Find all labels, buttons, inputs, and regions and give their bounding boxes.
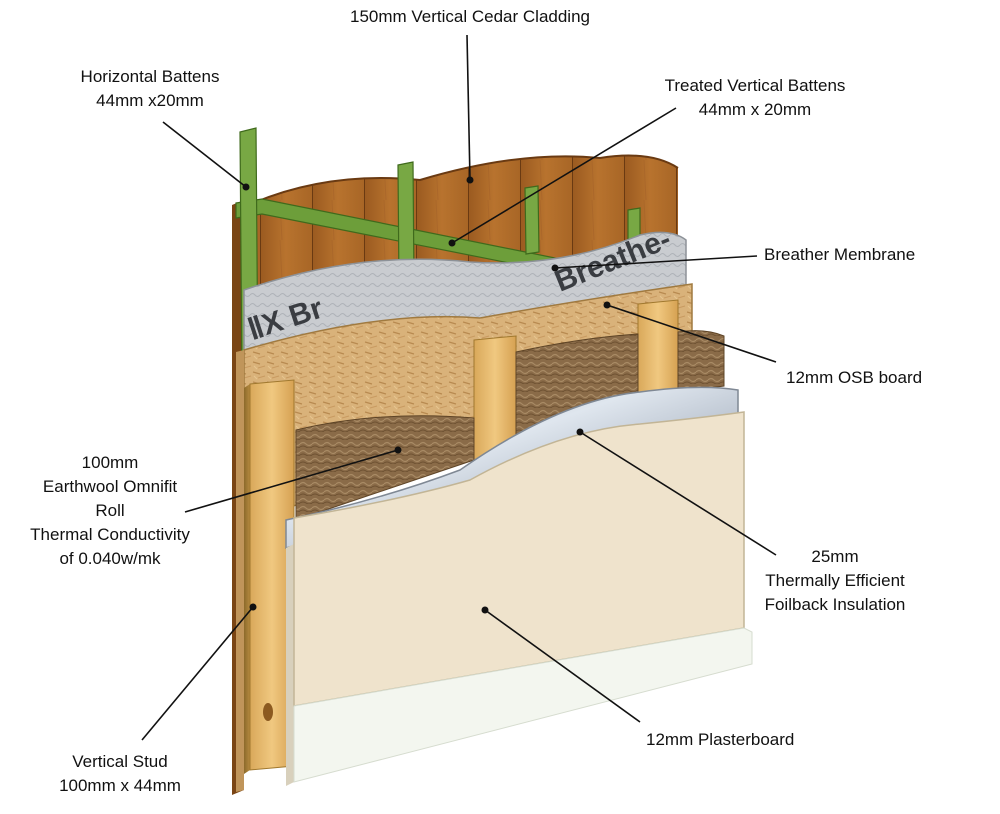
label-cedar-cladding: 150mm Vertical Cedar Cladding <box>310 5 630 29</box>
rear-studs <box>473 299 679 461</box>
label-line: 44mm x 20mm <box>698 100 812 119</box>
label-line: of 0.040w/mk <box>59 549 161 568</box>
label-line: Breather Membrane <box>764 245 916 264</box>
label-line: 100mm <box>81 453 139 472</box>
label-horizontal-battens: Horizontal Battens 44mm x20mm <box>50 65 250 113</box>
leader-dots <box>242 176 611 614</box>
label-line: Roll <box>95 501 125 520</box>
label-line: Thermal Conductivity <box>30 525 190 544</box>
label-osb-board: 12mm OSB board <box>786 366 966 390</box>
label-breather-membrane: Breather Membrane <box>764 243 964 267</box>
label-treated-vertical-battens: Treated Vertical Battens 44mm x 20mm <box>640 74 870 122</box>
label-plasterboard: 12mm Plasterboard <box>646 728 866 752</box>
label-line: 150mm Vertical Cedar Cladding <box>349 7 590 26</box>
label-line: Treated Vertical Battens <box>664 76 846 95</box>
label-line: Thermally Efficient <box>765 571 905 590</box>
label-line: 25mm <box>811 547 859 566</box>
label-line: 12mm Plasterboard <box>646 730 795 749</box>
label-earthwool: 100mm Earthwool Omnifit Roll Thermal Con… <box>10 451 210 571</box>
label-line: 44mm x20mm <box>96 91 204 110</box>
label-line: 12mm OSB board <box>786 368 923 387</box>
label-vertical-stud: Vertical Stud 100mm x 44mm <box>40 750 200 798</box>
label-line: Horizontal Battens <box>80 67 220 86</box>
label-line: Earthwool Omnifit <box>42 477 178 496</box>
label-foilback: 25mm Thermally Efficient Foilback Insula… <box>740 545 930 617</box>
plasterboard-layer <box>286 411 753 786</box>
label-line: Foilback Insulation <box>764 595 906 614</box>
label-line: Vertical Stud <box>72 752 168 771</box>
earthwool-insulation-layer <box>295 330 725 521</box>
leader-lines <box>141 34 777 741</box>
label-line: 100mm x 44mm <box>59 776 181 795</box>
